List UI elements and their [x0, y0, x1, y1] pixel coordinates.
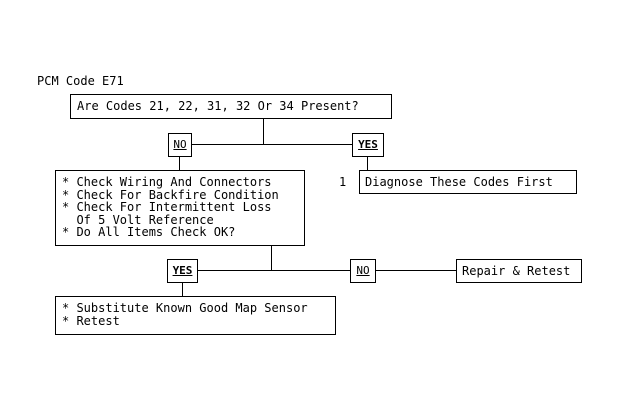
check-item: * Check Wiring And Connectors	[62, 175, 272, 189]
substitute-item: * Retest	[62, 313, 120, 328]
connector-line	[271, 246, 272, 271]
diagnose-text: Diagnose These Codes First	[365, 175, 553, 189]
checks-box: * Check Wiring And Connectors * Check Fo…	[55, 170, 305, 246]
no-label-text: NO	[173, 138, 187, 151]
question-text: Are Codes 21, 22, 31, 32 Or 34 Present?	[77, 99, 359, 113]
question-box: Are Codes 21, 22, 31, 32 Or 34 Present?	[70, 94, 392, 119]
yes-branch-label: YES	[167, 259, 198, 283]
connector-line	[263, 119, 264, 144]
no-label-text: NO	[356, 264, 370, 277]
connector-line	[179, 157, 180, 170]
connector-line	[182, 270, 456, 271]
code-title: PCM Code E71	[37, 74, 124, 88]
no-branch-label: NO	[168, 133, 192, 157]
check-item: * Check For Backfire Condition	[62, 187, 279, 202]
no-branch-label: NO	[350, 259, 376, 283]
check-item: Of 5 Volt Reference	[62, 212, 214, 227]
repair-box: Repair & Retest	[456, 259, 582, 283]
connector-line	[179, 144, 370, 145]
substitute-item: * Substitute Known Good Map Sensor	[62, 301, 308, 315]
check-item: * Do All Items Check OK?	[62, 225, 236, 240]
step-number: 1	[339, 175, 347, 189]
yes-label-text: YES	[172, 264, 193, 277]
yes-label-text: YES	[358, 138, 378, 151]
connector-line	[367, 157, 368, 170]
substitute-box: * Substitute Known Good Map Sensor * Ret…	[55, 296, 336, 335]
diagnose-box: Diagnose These Codes First	[359, 170, 577, 194]
repair-text: Repair & Retest	[462, 264, 571, 278]
yes-branch-label: YES	[352, 133, 384, 157]
connector-line	[182, 283, 183, 296]
check-item: * Check For Intermittent Loss	[62, 200, 272, 215]
